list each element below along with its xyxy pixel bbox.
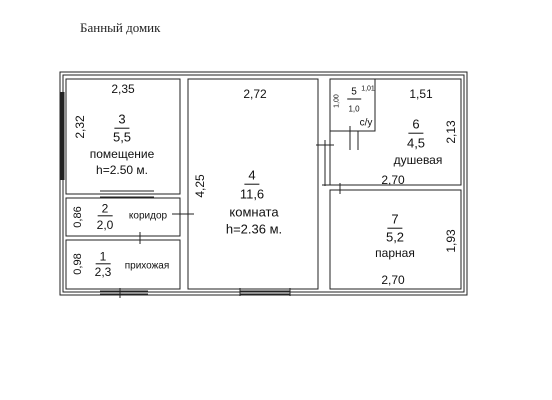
room-6-number: 6 [408, 117, 424, 134]
room-5-number: 5 [347, 87, 361, 100]
room-1-area: 2,3 [94, 265, 112, 279]
dim-room-1-height: 0,98 [72, 253, 84, 275]
room-3-outline [65, 78, 181, 195]
room-2-name: коридор [128, 210, 168, 222]
dim-room-6-width: 1,51 [409, 87, 433, 101]
room-3-area: 5,5 [112, 129, 132, 145]
room-4-height: h=2.36 м. [225, 221, 283, 237]
room-7-number: 7 [387, 212, 403, 229]
room-1-name: прихожая [124, 260, 170, 272]
dim-room-3-height: 2,32 [73, 115, 87, 139]
room-4-area: 11,6 [239, 186, 265, 202]
room-7-name: парная [375, 246, 415, 260]
dim-room-5-height: 1,00 [333, 94, 341, 108]
dim-room-6-bottom: 2,70 [381, 173, 405, 187]
room-2-area: 2,0 [96, 218, 114, 232]
dim-room-4-height: 4,25 [193, 174, 207, 198]
room-6-area: 4,5 [406, 135, 426, 151]
room-1-number: 1 [95, 249, 111, 265]
room-6-outline [329, 78, 462, 186]
room-4-number: 4 [244, 168, 260, 185]
room-5-area: 1,0 [348, 104, 360, 114]
dim-room-6-height: 2,13 [444, 120, 458, 144]
outer-wall [59, 71, 468, 296]
room-3-name: помещение [89, 147, 155, 161]
outer-wall-inner [62, 74, 465, 293]
room-3-height: h=2.50 м. [96, 163, 148, 177]
room-7-outline [329, 189, 462, 290]
dim-room-4-width: 2,72 [243, 87, 267, 101]
room-4-name: комната [229, 204, 279, 220]
dim-room-7-bottom: 2,70 [381, 273, 405, 287]
dim-room-5-width: 1,01 [361, 85, 375, 93]
dim-room-7-height: 1,93 [444, 229, 458, 253]
room-3-number: 3 [114, 112, 130, 129]
room-7-area: 5,2 [385, 229, 405, 245]
room-5-name: с/у [359, 117, 373, 129]
room-6-name: душевая [393, 153, 443, 167]
dim-room-2-height: 0,86 [72, 206, 84, 228]
plan-title: Банный домик [80, 20, 161, 35]
dim-room-3-width: 2,35 [111, 82, 135, 96]
room-2-number: 2 [97, 201, 113, 217]
